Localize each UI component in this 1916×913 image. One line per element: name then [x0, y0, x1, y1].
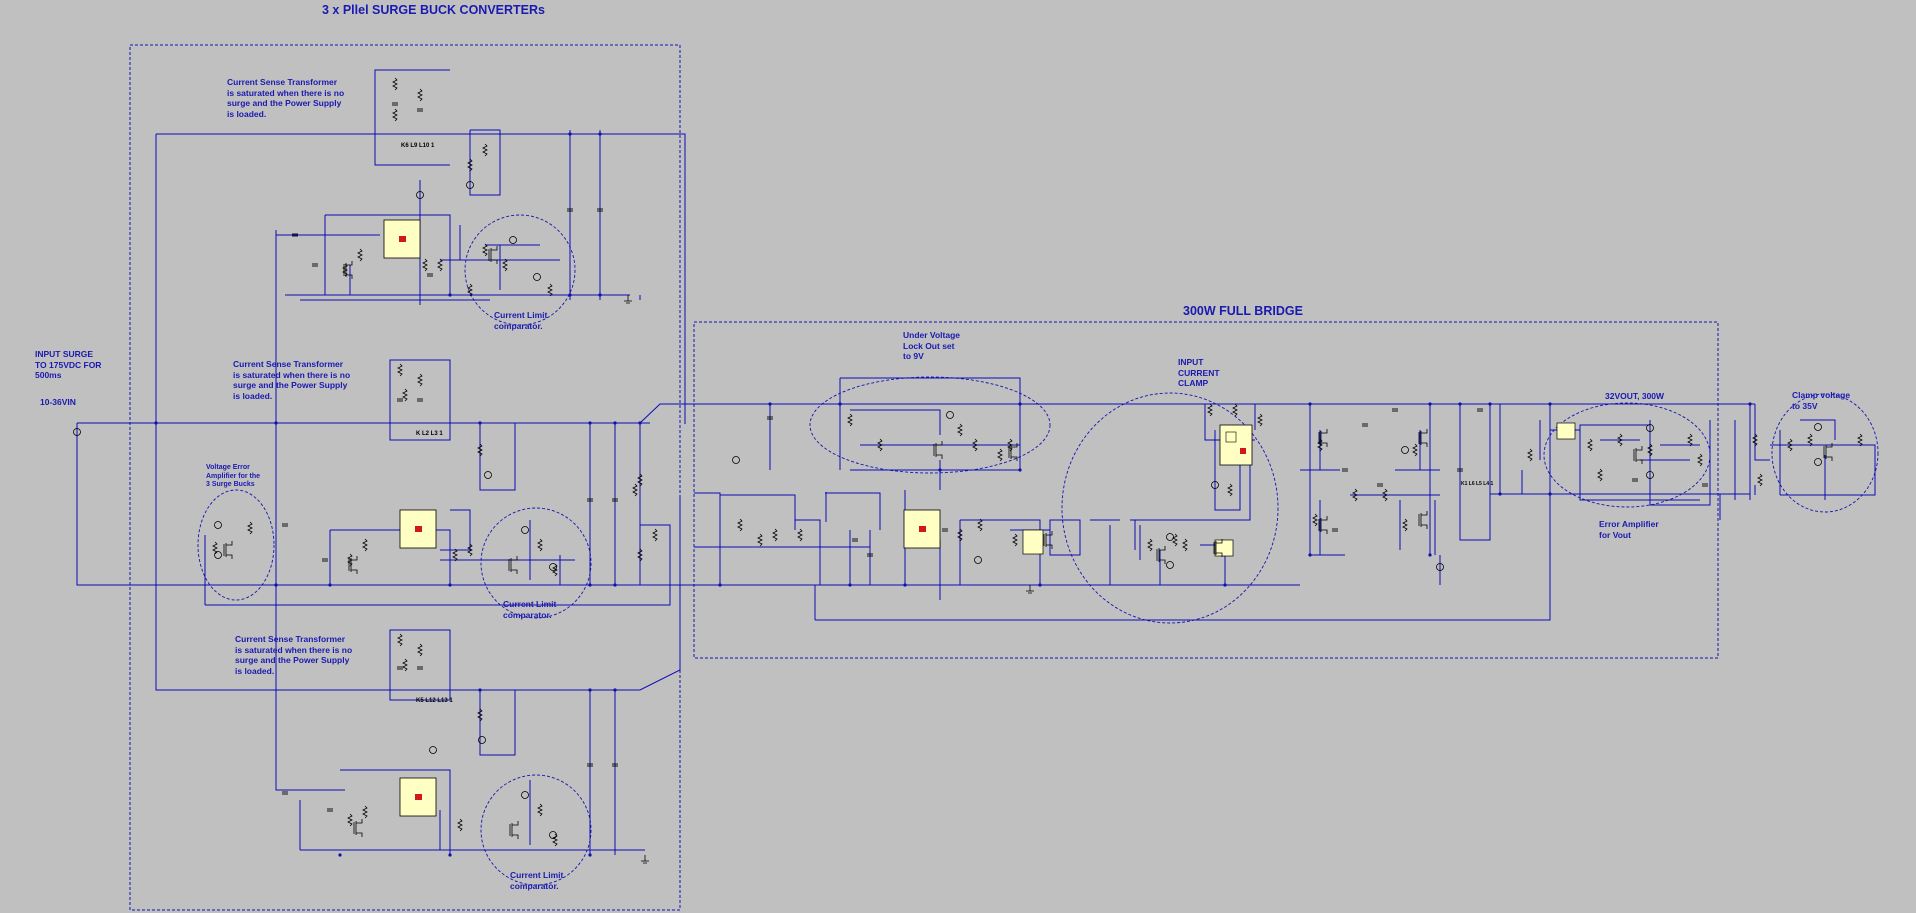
coupling-directive-2: K L2 L3 1 [416, 431, 443, 437]
input-clamp-note: INPUT CURRENT CLAMP [1178, 357, 1220, 388]
current-limit-note-1: Current Limit comparator. [494, 310, 548, 331]
coupling-directive-3: K5 L12 L13 1 [416, 698, 453, 704]
current-sense-note-1: Current Sense Transformer is saturated w… [227, 77, 345, 119]
current-sense-note-3: Current Sense Transformer is saturated w… [235, 634, 353, 676]
vout-note: 32VOUT, 300W [1605, 391, 1665, 401]
voltage-error-amp-note: Voltage Error Amplifier for the 3 Surge … [206, 464, 261, 488]
input-range-note: 10-36VIN [40, 397, 76, 407]
uvlo-note: Under Voltage Lock Out set to 9V [903, 330, 960, 361]
small-ics [1022, 422, 1576, 557]
coupling-directive-1: K6 L9 L10 1 [401, 143, 435, 149]
capacitors [281, 102, 1709, 812]
bridge-block-frame [693, 321, 1719, 659]
optocoupler [1219, 424, 1253, 466]
sources [73, 181, 1822, 839]
buck-block-title: 3 x Pllel SURGE BUCK CONVERTERs [322, 3, 545, 17]
clamp-voltage-note: Clamp voltage to 35V [1792, 390, 1851, 411]
ground-symbols [624, 295, 1034, 864]
bridge-block-title: 300W FULL BRIDGE [1183, 304, 1303, 318]
current-limit-note-2: Current Limit comparator. [503, 599, 557, 620]
error-amp-note: Error Amplifier for Vout [1599, 519, 1659, 540]
resistors [212, 77, 1863, 847]
input-surge-note: INPUT SURGE TO 175VDC FOR 500ms [35, 349, 102, 380]
buck-block-frame [129, 44, 681, 911]
wires [76, 69, 1876, 855]
ic-chips [383, 219, 941, 817]
coupling-directive-4: K1 L6 L5 L4 1 [1461, 481, 1494, 487]
current-limit-note-3: Current Limit comparator. [510, 870, 564, 891]
current-sense-note-2: Current Sense Transformer is saturated w… [233, 359, 351, 401]
